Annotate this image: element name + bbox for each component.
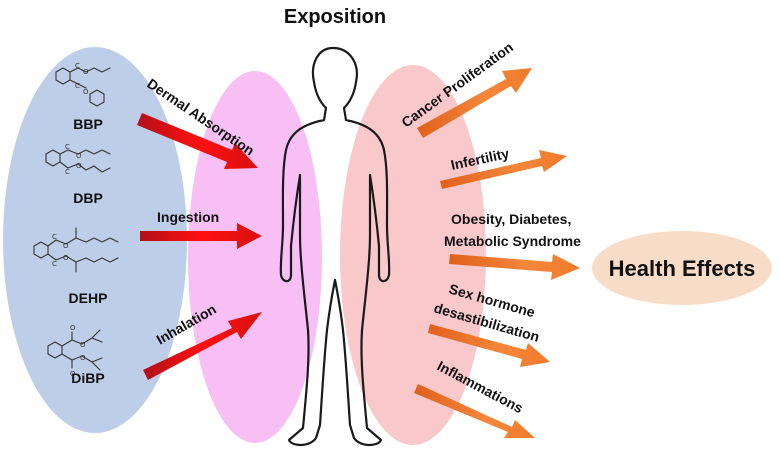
health-effects-label: Health Effects	[609, 256, 756, 281]
route-label-ingestion: Ingestion	[157, 209, 219, 225]
svg-text:C: C	[75, 62, 80, 70]
bbp-structure-icon: C O C O	[55, 62, 111, 107]
svg-text:C: C	[52, 233, 57, 241]
obesity-arrow	[449, 254, 580, 280]
compound-label-dibp: DiBP	[71, 370, 104, 386]
svg-text:O: O	[80, 354, 86, 362]
svg-text:O: O	[83, 88, 89, 96]
svg-text:C: C	[52, 260, 57, 268]
sex-hormone-arrow	[428, 324, 550, 367]
dibp-structure-icon: O O O O	[47, 324, 103, 378]
effect-label-obesity-line1: Obesity, Diabetes,	[451, 211, 571, 227]
cancer-proliferation-arrow	[417, 68, 532, 138]
svg-text:O: O	[63, 242, 69, 250]
compound-label-bbp: BBP	[73, 116, 103, 132]
inflammations-arrow	[414, 384, 535, 438]
diagram-title: Exposition	[284, 6, 386, 28]
inhalation-arrow	[143, 312, 262, 380]
health-effects-oval	[592, 231, 772, 305]
svg-text:C: C	[65, 143, 70, 151]
dermal-absorption-arrow	[137, 113, 258, 169]
svg-text:O: O	[76, 152, 82, 160]
ingestion-arrow	[140, 223, 262, 249]
effects-oval	[340, 65, 486, 445]
effect-label-obesity-line2: Metabolic Syndrome	[444, 233, 581, 249]
infertility-arrow	[440, 150, 567, 189]
svg-text:O: O	[63, 254, 69, 262]
compounds-oval	[3, 47, 187, 433]
svg-text:O: O	[70, 370, 76, 378]
compound-label-dehp: DEHP	[69, 290, 108, 306]
svg-text:O: O	[76, 162, 82, 170]
svg-text:C: C	[75, 82, 80, 90]
svg-text:C: C	[65, 168, 70, 176]
svg-text:O: O	[70, 324, 76, 332]
dbp-structure-icon: C O C O	[45, 143, 111, 176]
dehp-structure-icon: C O C O	[33, 227, 119, 273]
svg-text:O: O	[80, 341, 86, 349]
compound-label-dbp: DBP	[73, 190, 103, 206]
svg-text:O: O	[83, 68, 89, 76]
routes-oval	[188, 71, 322, 443]
human-silhouette-icon	[279, 46, 391, 447]
